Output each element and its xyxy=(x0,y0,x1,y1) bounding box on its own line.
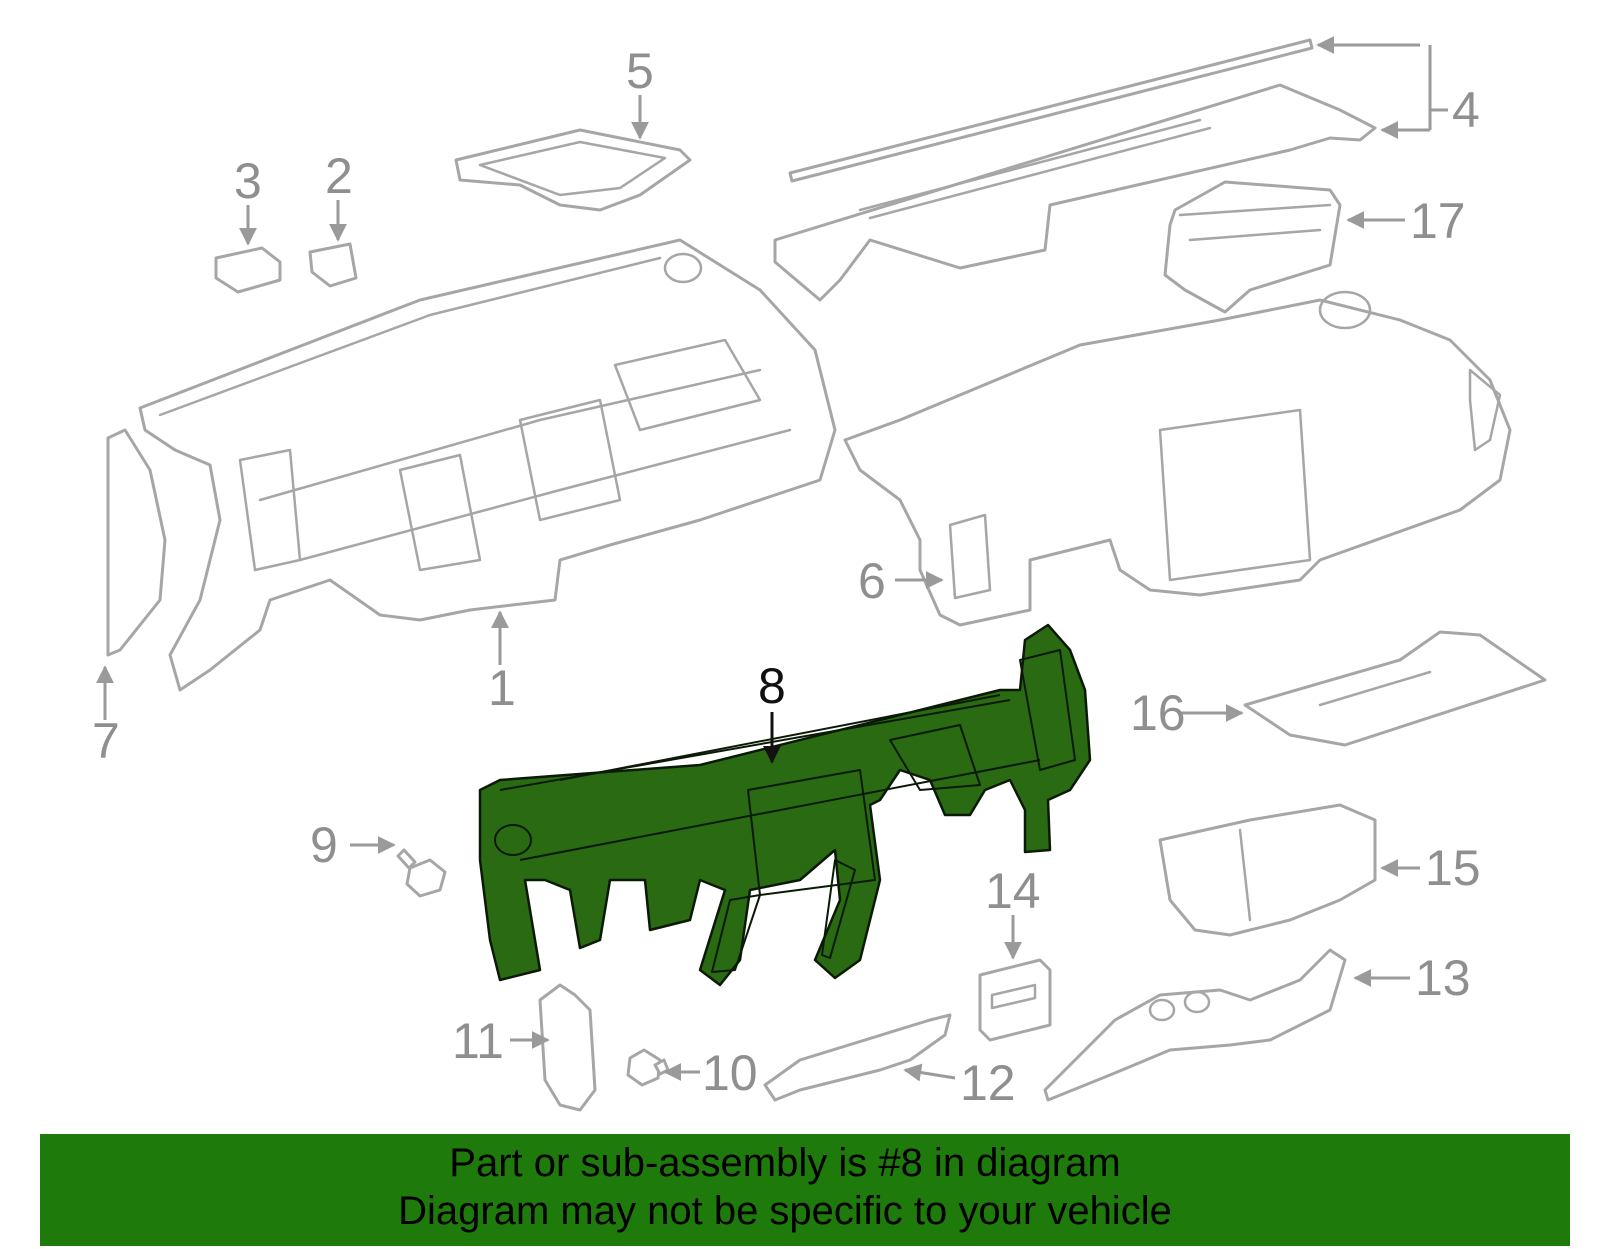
part-14-trim-plate xyxy=(978,958,1052,1042)
callout-12: 12 xyxy=(960,1055,1016,1111)
callout-17: 17 xyxy=(1410,193,1466,249)
part-5-bezel xyxy=(454,128,692,212)
callout-7: 7 xyxy=(92,713,120,769)
part-17-airbag xyxy=(1163,180,1342,314)
callout-15: 15 xyxy=(1425,840,1481,896)
caption-line-1: Part or sub-assembly is #8 in diagram xyxy=(449,1141,1121,1185)
callout-16: 16 xyxy=(1130,685,1186,741)
callout-4: 4 xyxy=(1452,82,1480,138)
leader-lines xyxy=(96,36,1448,1082)
callout-8: 8 xyxy=(758,658,786,714)
callout-14: 14 xyxy=(985,863,1041,919)
callout-5: 5 xyxy=(626,43,654,99)
callout-3: 3 xyxy=(234,153,262,209)
part-4-dash-pad xyxy=(773,38,1377,302)
part-8-cross-car-beam xyxy=(478,623,1092,987)
part-16-console-top xyxy=(1243,630,1547,747)
callout-13: 13 xyxy=(1415,950,1471,1006)
part-12-lower-trim xyxy=(763,1013,952,1102)
part-6-trim-panel xyxy=(843,290,1512,627)
callout-10: 10 xyxy=(702,1045,758,1101)
callout-6: 6 xyxy=(858,553,886,609)
callout-1: 1 xyxy=(488,660,516,716)
part-7-end-cap xyxy=(106,428,167,657)
part-10-bolt xyxy=(626,1048,670,1087)
callout-2: 2 xyxy=(325,148,353,204)
part-3-clip xyxy=(214,246,282,294)
caption-line-2: Diagram may not be specific to your vehi… xyxy=(398,1189,1172,1233)
callout-9: 9 xyxy=(310,817,338,873)
part-13-knee-bolster xyxy=(1043,948,1347,1102)
callout-labels: 1 2 3 4 5 6 7 8 9 10 11 12 13 14 15 16 1… xyxy=(92,43,1481,1111)
part-1-instrument-carrier xyxy=(138,238,837,692)
part-11-bracket xyxy=(538,983,597,1112)
part-15-glove-box xyxy=(1158,803,1377,937)
part-9-bolt xyxy=(396,848,447,898)
caption-banner: Part or sub-assembly is #8 in diagram Di… xyxy=(40,1134,1570,1246)
callout-11: 11 xyxy=(452,1013,504,1069)
part-2-clip xyxy=(308,242,358,288)
